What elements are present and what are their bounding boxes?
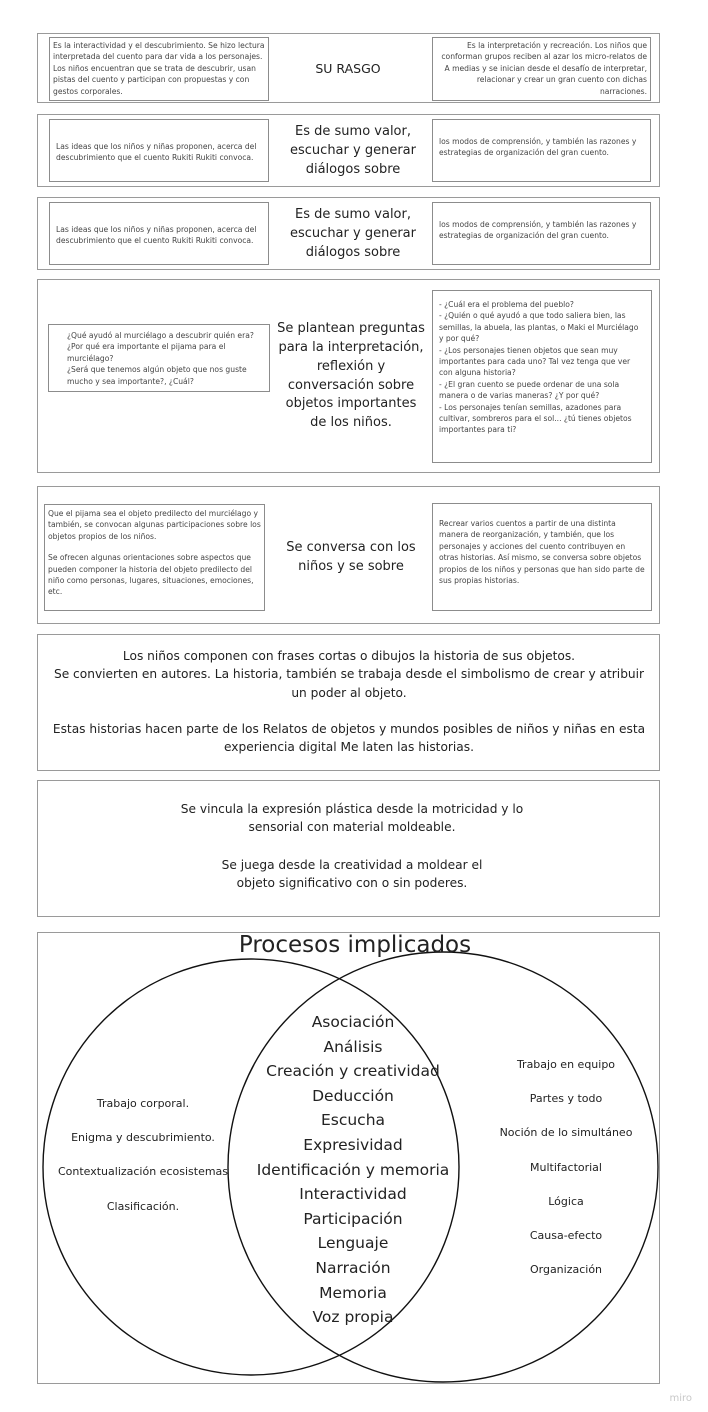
venn-center-item: Voz propia [312, 1308, 394, 1327]
preguntas-right-line-2: - ¿Quién o qué ayudó a que todo saliera … [439, 311, 639, 344]
venn-left-item: Trabajo corporal. [96, 1097, 190, 1110]
venn-right-item: Organización [529, 1263, 603, 1277]
preguntas-right-line-3: - ¿Los personajes tienen objetos que sea… [439, 345, 631, 378]
venn-left-item: Enigma y descubrimiento. [71, 1131, 215, 1145]
preguntas-right-line-4: - ¿El gran cuento se puede ordenar de un… [439, 379, 620, 401]
venn-center-item: Memoria [319, 1283, 387, 1302]
preguntas-left-line-3: ¿Será que tenemos algún objeto que nos g… [67, 365, 247, 386]
venn-right-item: Trabajo en equipo [516, 1058, 616, 1071]
preguntas-right-line-1: - ¿Cuál era el problema del pueblo? [439, 300, 574, 309]
venn-center-list: Asociación Análisis Creación y creativid… [230, 1010, 476, 1330]
historias-para-3: Estas historias hacen parte de los Relat… [52, 721, 646, 755]
venn-center-item: Narración [315, 1258, 391, 1277]
venn-right-item: Lógica [548, 1194, 584, 1208]
venn-center-item: Creación y creatividad [266, 1062, 440, 1081]
historias-text: Los niños componen con frases cortas o d… [50, 647, 648, 756]
dialogos-title-1: Es de sumo valor, escuchar y generar diá… [290, 124, 416, 177]
conversa-right-note: Recrear varios cuentos a partir de una d… [432, 503, 652, 611]
venn-center-item: Análisis [323, 1037, 383, 1056]
dialogos-panel-1: Las ideas que los niños y niñas proponen… [37, 114, 660, 187]
venn-right-item: Causa-efecto [529, 1228, 603, 1242]
venn-left-item: Contextualización ecosistemas [57, 1165, 229, 1179]
venn-center-item: Lenguaje [317, 1234, 389, 1253]
dialogos-left-note-1: Las ideas que los niños y niñas proponen… [49, 119, 269, 182]
expresion-para-1: Se vincula la expresión plástica desde l… [180, 802, 524, 835]
dialogos-title-2: Es de sumo valor, escuchar y generar diá… [290, 207, 416, 260]
rasgo-left-note: Es la interactividad y el descubrimiento… [49, 37, 269, 101]
rasgo-right-note: Es la interpretación y recreación. Los n… [432, 37, 651, 101]
venn-left-item: Clasificación. [106, 1199, 180, 1213]
venn-right-item: Noción de lo simultáneo [499, 1126, 633, 1140]
miro-watermark: miro [669, 1393, 692, 1404]
rasgo-panel: Es la interactividad y el descubrimiento… [37, 33, 660, 103]
conversa-left-para-1: Que el pijama sea el objeto predilecto d… [48, 509, 261, 541]
historias-panel: Los niños componen con frases cortas o d… [37, 634, 660, 771]
conversa-left-para-2: Se ofrecen algunas orientaciones sobre a… [48, 553, 254, 597]
conversa-left-note: Que el pijama sea el objeto predilecto d… [44, 504, 265, 611]
conversa-panel: Que el pijama sea el objeto predilecto d… [37, 486, 660, 624]
venn-center-item: Expresividad [303, 1135, 403, 1154]
rasgo-title: SU RASGO [315, 61, 381, 76]
venn-center-item: Asociación [311, 1013, 395, 1031]
historias-para-2: Se convierten en autores. La historia, t… [53, 667, 645, 700]
dialogos-right-note-2: los modos de comprensión, y también las … [432, 202, 651, 265]
preguntas-left-note: ¿Qué ayudó al murciélago a descubrir qui… [48, 324, 270, 392]
dialogos-left-note-2: Las ideas que los niños y niñas proponen… [49, 202, 269, 265]
venn-title: Procesos implicados [238, 932, 472, 958]
venn-right-list: Trabajo en equipo Partes y todo Noción d… [492, 1058, 640, 1297]
venn-center-item: Deducción [312, 1086, 394, 1105]
preguntas-right-line-5: - Los personajes tenían semillas, azadon… [439, 402, 632, 435]
venn-center-item: Participación [303, 1209, 403, 1228]
historias-para-1: Los niños componen con frases cortas o d… [122, 649, 576, 663]
venn-center-item: Escucha [320, 1111, 386, 1130]
venn-panel [37, 932, 660, 1384]
expresion-text: Se vincula la expresión plástica desde l… [172, 800, 532, 892]
dialogos-right-note-1: los modos de comprensión, y también las … [432, 119, 651, 182]
preguntas-panel: ¿Qué ayudó al murciélago a descubrir qui… [37, 279, 660, 473]
venn-left-list: Trabajo corporal. Enigma y descubrimient… [52, 1097, 234, 1234]
preguntas-left-line-1: ¿Qué ayudó al murciélago a descubrir qui… [67, 331, 254, 340]
venn-center-item: Interactividad [299, 1185, 407, 1204]
venn-right-circle [227, 951, 659, 1383]
conversa-title: Se conversa con los niños y se sobre [286, 540, 416, 574]
venn-right-item: Partes y todo [529, 1092, 603, 1106]
expresion-plastica-panel: Se vincula la expresión plástica desde l… [37, 780, 660, 917]
preguntas-left-line-2: ¿Por qué era importante el pijama para e… [67, 342, 226, 363]
venn-left-circle [42, 958, 460, 1376]
preguntas-title: Se plantean preguntas para la interpreta… [277, 321, 425, 431]
venn-center-item: Identificación y memoria [256, 1160, 450, 1179]
expresion-para-2: Se juega desde la creatividad a moldear … [221, 857, 483, 890]
venn-right-item: Multifactorial [530, 1160, 602, 1174]
preguntas-right-note: - ¿Cuál era el problema del pueblo? - ¿Q… [432, 290, 652, 463]
dialogos-panel-2: Las ideas que los niños y niñas proponen… [37, 197, 660, 270]
